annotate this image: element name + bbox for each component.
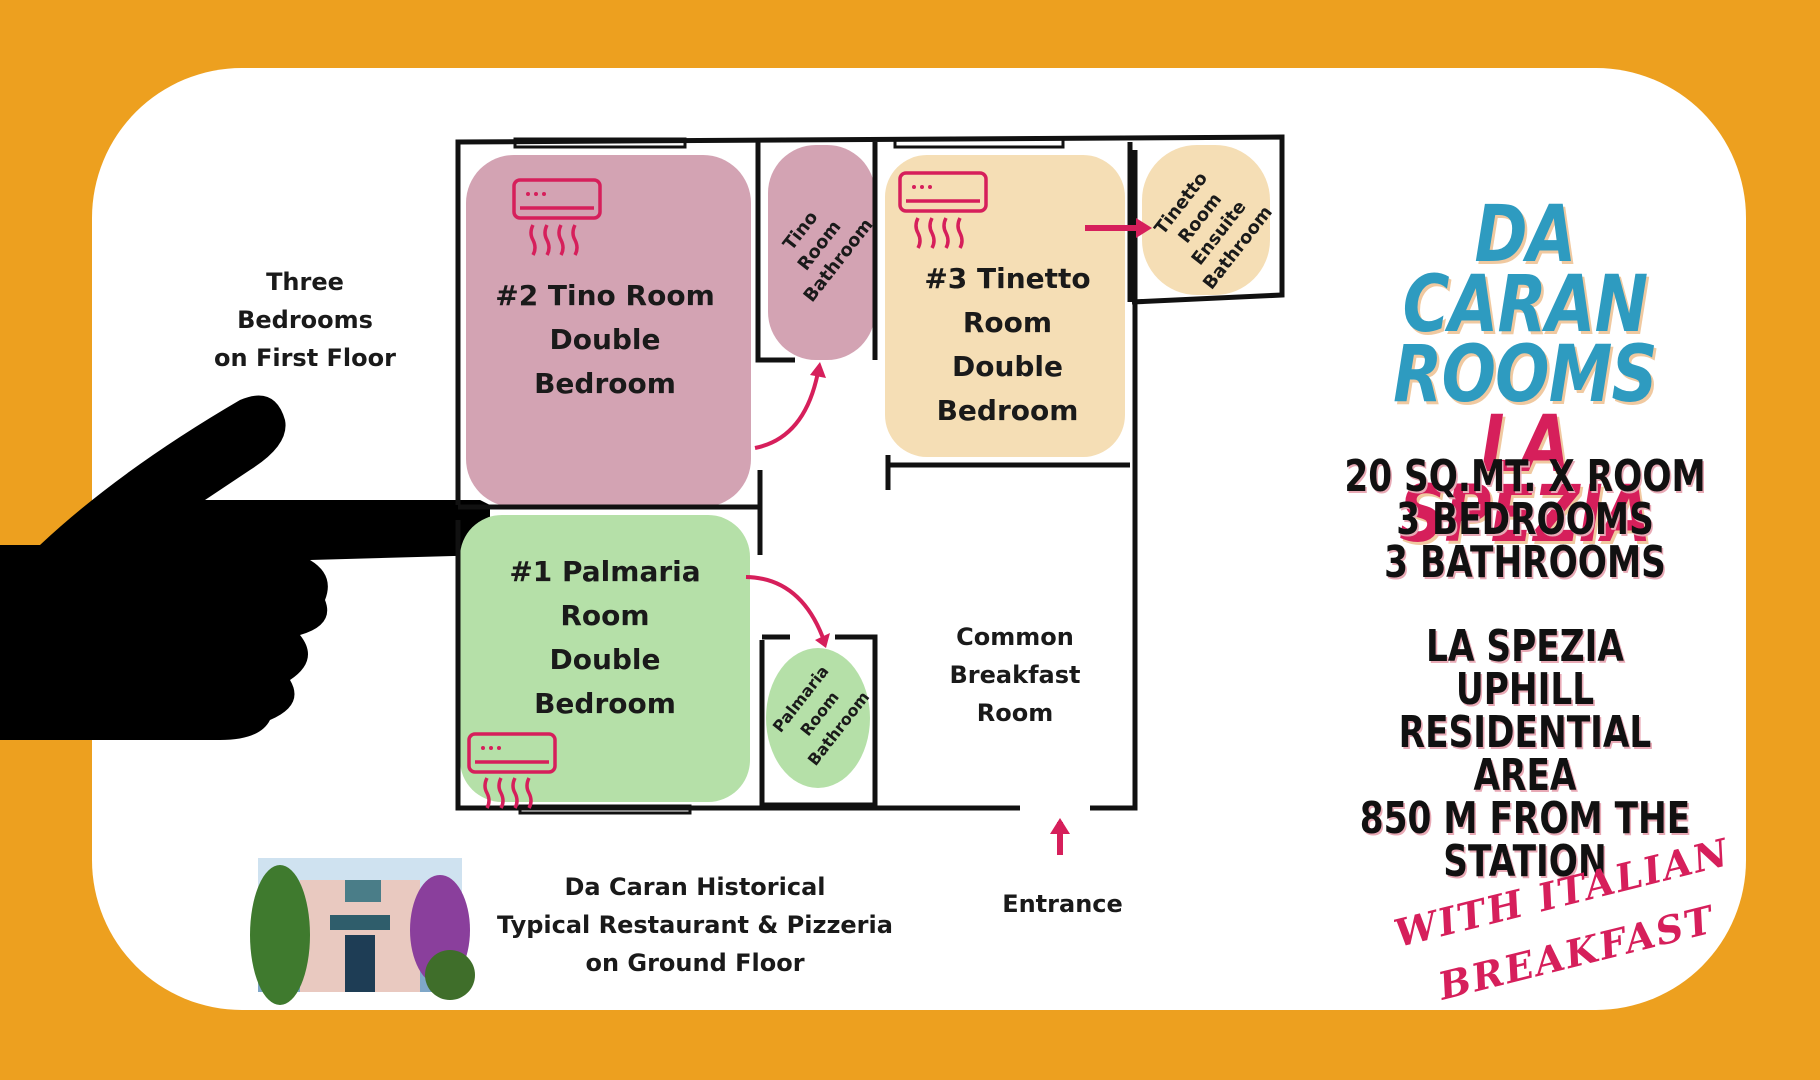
restaurant-caption: Da Caran Historical Typical Restaurant &… xyxy=(497,873,893,977)
air-conditioner-icon xyxy=(898,171,988,249)
entrance-label: Entrance xyxy=(1002,890,1123,918)
palmaria-bathroom-fill xyxy=(766,648,870,788)
windows xyxy=(513,137,1065,815)
arrow-icon xyxy=(754,371,820,450)
tinetto-room-label: #3 Tinetto Room Double Bedroom xyxy=(924,262,1091,427)
restaurant-photo xyxy=(250,858,475,1005)
arrow-icon xyxy=(745,575,825,639)
walls xyxy=(455,134,1285,811)
air-conditioner-icon xyxy=(512,178,602,256)
tino-room-fill xyxy=(466,155,751,507)
tinetto-bathroom-fill xyxy=(1142,145,1270,295)
title: DA CARAN ROOMS LA SPEZIA xyxy=(1365,190,1685,560)
tino-bathroom-fill xyxy=(768,145,875,360)
common-room-label: Common Breakfast Room xyxy=(949,623,1081,727)
arrowheads xyxy=(810,218,1152,834)
tino-room-label: #2 Tino Room Double Bedroom xyxy=(495,279,715,400)
air-conditioner-icon xyxy=(467,732,557,809)
left-note: Three Bedrooms on First Floor xyxy=(214,268,396,372)
palmaria-room-label: #1 Palmaria Room Double Bedroom xyxy=(509,555,701,720)
location-facts: LA SPEZIA UPHILL RESIDENTIAL AREA 850 M … xyxy=(1359,621,1691,887)
pointing-hand-icon xyxy=(0,395,490,740)
title-line-2: ROOMS xyxy=(1393,330,1657,420)
arrows xyxy=(745,225,1145,855)
room-facts: 20 SQ.MT. X ROOM 3 BEDROOMS 3 BATHROOMS xyxy=(1344,451,1706,588)
palmaria-room-fill xyxy=(460,515,750,802)
title-line-1: DA CARAN xyxy=(1402,190,1648,350)
title-line-3: LA SPEZIA xyxy=(1399,400,1651,560)
